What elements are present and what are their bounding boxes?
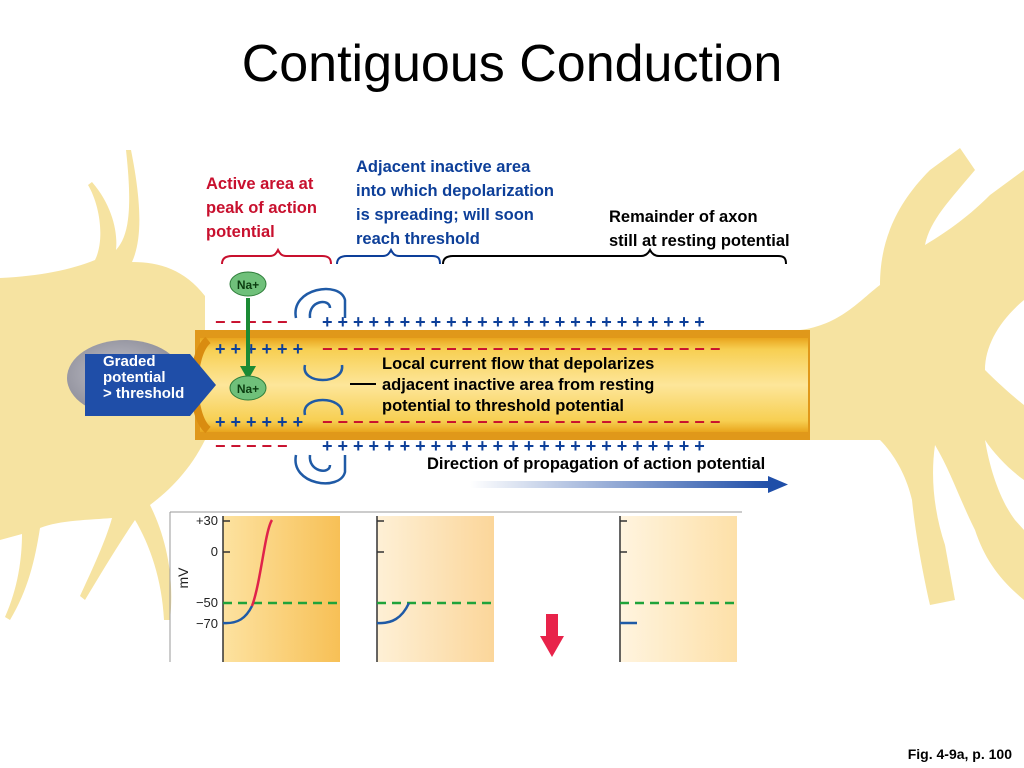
influx-arrow-head [240,366,256,380]
brace-remainder [442,247,787,265]
label-line: into which depolarization [356,182,554,200]
brace-adjacent [336,247,441,265]
current-loop-icon [303,364,344,382]
current-loop-icon [308,454,332,472]
label-adjacent-area: Adjacent inactive area into which depola… [356,155,554,251]
label-line: Graded [103,353,156,370]
sodium-influx: Na+ Na+ [229,271,267,401]
graph-panel-3 [620,516,737,662]
down-arrow-icon [540,614,564,657]
na-ion-outside [229,271,267,297]
propagation-arrow-shaft [470,481,770,488]
trace-resting-1 [222,605,254,625]
propagation-arrow-head [768,476,788,493]
graph-tick-labels: +30 0 −50 −70 [196,513,218,631]
tick-label: +30 [196,513,218,528]
graph-ylabel: mV [175,567,191,589]
current-loop-icon [294,454,347,485]
label-line: potential to threshold potential [382,397,624,415]
tick-label: −70 [196,616,218,631]
current-loop-icon [308,300,332,319]
tick-label: 0 [211,544,218,559]
charge-row-inner-bot-neg: − − − − − − − − − − − − − − − − − − − − … [322,412,720,432]
terminal-shape [800,148,1024,605]
label-line: Active area at [206,175,314,193]
current-loop-icon [303,398,344,416]
current-loops [294,287,347,485]
label-line: Local current flow that depolarizes [382,355,655,373]
label-line: adjacent inactive area from resting [382,376,655,394]
current-loop-icon [294,287,347,319]
trace-depolarizing-2 [376,602,411,625]
label-local-current: Local current flow that depolarizes adja… [382,354,654,417]
label-line: peak of action [206,199,317,217]
axon-membrane [200,338,808,432]
label-line: reach threshold [356,230,480,248]
axon [190,330,810,440]
label-line: is spreading; will soon [356,206,534,224]
label-graded-potential: Graded potential > threshold [103,354,184,402]
label-line: potential [206,223,275,241]
charge-row-inner-bot-pos: + + + + + + [215,412,303,432]
graded-potential-arrow [85,354,216,416]
label-line: still at resting potential [609,232,790,250]
label-line: Adjacent inactive area [356,158,531,176]
brace-active [221,247,332,265]
charge-row-inner-top-neg: − − − − − − − − − − − − − − − − − − − − … [322,339,720,359]
membrane-potential-graphs: +30 0 −50 −70 mV [169,511,742,662]
propagation-arrow [470,476,788,493]
trace-action-potential [250,519,274,607]
label-remainder: Remainder of axon still at resting poten… [609,205,790,253]
label-line: Remainder of axon [609,208,758,226]
na-ion-inside [229,375,267,401]
membrane-charges: − − − − − + + + + + + + + + + + + + + + … [215,312,720,456]
label-line: potential [103,369,166,386]
charge-row-inner-top-pos: + + + + + + [215,339,303,359]
page-title: Contiguous Conduction [241,35,783,93]
label-line: > threshold [103,385,185,402]
graph-panel-1 [223,516,340,662]
charge-row-outer-bot-neg: − − − − − [215,436,288,456]
graph-panel-2 [377,516,494,662]
label-active-area: Active area at peak of action potential [206,172,317,244]
tick-label: −50 [196,595,218,610]
charge-row-outer-bot-pos: + + + + + + + + + + + + + + + + + + + + … [322,436,705,456]
axon-terminal [800,148,1024,605]
region-braces [221,247,787,265]
charge-row-outer-top-neg: − − − − − [215,312,288,332]
na-ion-label: Na+ [237,278,259,292]
label-direction: Direction of propagation of action poten… [427,455,766,473]
figure-reference: Fig. 4-9a, p. 100 [907,746,1012,762]
charge-row-outer-top-pos: + + + + + + + + + + + + + + + + + + + + … [322,312,705,332]
na-ion-label: Na+ [237,382,259,396]
